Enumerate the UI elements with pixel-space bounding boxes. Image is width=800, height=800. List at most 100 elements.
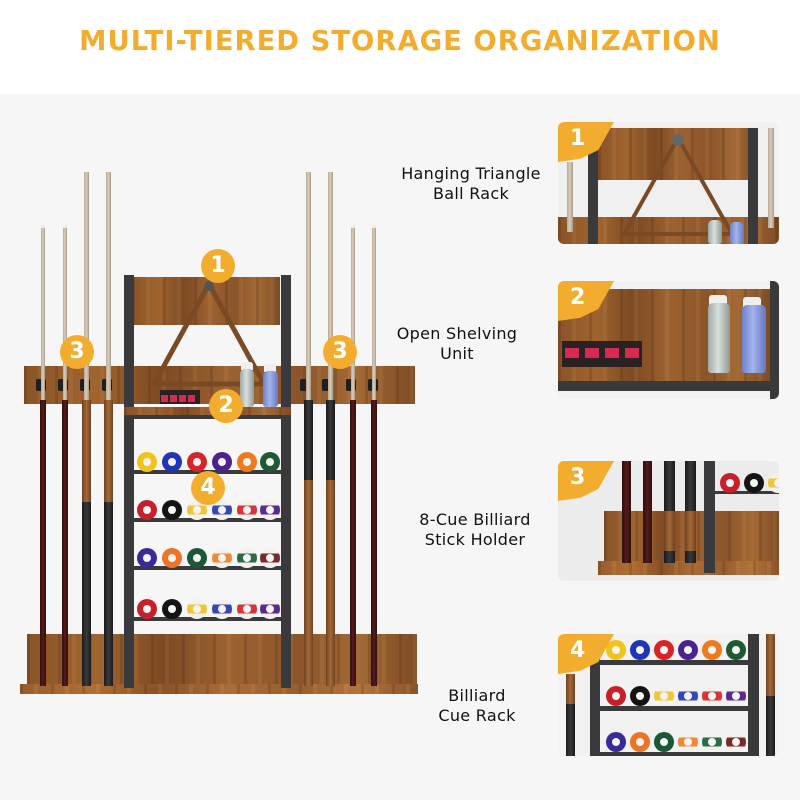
panel-frame-upright (590, 634, 600, 756)
cue-shaft (351, 228, 355, 400)
panel-shelf-rail (600, 706, 748, 711)
panel-number-badge: 3 (558, 461, 614, 501)
ball-shelf-2 (134, 518, 281, 522)
billiard-ball-icon (678, 640, 698, 660)
billiard-ball-icon (260, 452, 280, 472)
base-shelf (20, 684, 418, 694)
billiard-ball-icon (606, 686, 626, 706)
cue-shaft (768, 128, 774, 228)
billiard-ball-icon (137, 500, 157, 520)
triangle-rack-icon (620, 133, 736, 236)
detail-panel-3: 3 (558, 461, 779, 581)
page-title: MULTI-TIERED STORAGE ORGANIZATION (79, 24, 721, 57)
feature-label-line: Ball Rack (432, 184, 510, 203)
cue-butt (326, 480, 335, 686)
cue-butt (766, 696, 775, 756)
open-shelf (124, 407, 291, 415)
billiard-ball-icon (187, 599, 207, 619)
billiard-ball-icon (260, 500, 280, 520)
billiard-ball-icon (212, 548, 232, 568)
cue-butt (766, 634, 775, 696)
cue-butt (371, 400, 377, 686)
billiard-ball-icon (212, 599, 232, 619)
billiard-ball-icon (678, 732, 698, 752)
billiard-ball-icon (237, 599, 257, 619)
cue-shaft (306, 172, 311, 400)
cue-butt (104, 502, 113, 686)
cue-tip (63, 225, 67, 229)
billiard-ball-icon (260, 548, 280, 568)
billiard-ball-icon (162, 500, 182, 520)
cue-butt (304, 400, 313, 480)
cue-shaft (567, 162, 573, 232)
open-shelf-rail (124, 415, 291, 419)
cue-shaft (41, 228, 45, 400)
panel-frame-upright (704, 461, 715, 573)
cue-butt (643, 461, 652, 563)
billiard-ball-icon (260, 599, 280, 619)
billiard-ball-icon (630, 732, 650, 752)
badge-3-right: 3 (323, 335, 357, 369)
billiard-ball-icon (137, 452, 157, 472)
panel-frame-upright (748, 634, 759, 756)
ball-shelf-4 (134, 617, 281, 621)
billiard-ball-icon (678, 686, 698, 706)
cue-tip (351, 225, 355, 229)
triangle-rack-icon (150, 280, 268, 387)
cue-butt (566, 674, 575, 704)
cue-butt (664, 461, 675, 511)
cue-butt (62, 400, 68, 686)
cue-butt (622, 461, 631, 563)
feature-label-4: Billiard Cue Rack (382, 686, 572, 726)
frame-upright-right (281, 275, 291, 688)
billiard-ball-icon (606, 732, 626, 752)
score-counter-icon (562, 341, 642, 367)
panel-shelf-rail (715, 491, 779, 494)
panel-shelf-rail (558, 381, 770, 391)
panel-frame-upright (588, 142, 598, 244)
billiard-ball-icon (237, 500, 257, 520)
billiard-ball-icon (654, 732, 674, 752)
panel-frame-upright (748, 128, 758, 244)
feature-label-line: Cue Rack (438, 706, 516, 725)
feature-label-line: Stick Holder (424, 530, 526, 549)
cue-butt (685, 511, 696, 551)
product-image: 1 2 3 3 4 (0, 94, 420, 800)
billiard-ball-icon (137, 548, 157, 568)
billiard-ball-icon (726, 686, 746, 706)
feature-label-line: Hanging Triangle (401, 164, 541, 183)
cue-butt (104, 400, 113, 502)
billiard-ball-icon (237, 452, 257, 472)
billiard-ball-icon (162, 599, 182, 619)
blue-bottle-icon (263, 371, 278, 407)
badge-1: 1 (201, 249, 235, 283)
billiard-ball-icon (654, 686, 674, 706)
billiard-ball-icon (237, 548, 257, 568)
cue-tip (372, 225, 376, 229)
billiard-ball-icon (187, 548, 207, 568)
feature-label-3: 8-Cue Billiard Stick Holder (380, 510, 570, 550)
billiard-ball-icon (702, 640, 722, 660)
billiard-ball-icon (726, 732, 746, 752)
badge-4: 4 (191, 471, 225, 505)
cue-butt (350, 400, 356, 686)
score-counter-icon (160, 390, 200, 404)
bottle-cap (709, 295, 727, 305)
cue-hook-icon (322, 379, 332, 391)
billiard-ball-icon (187, 452, 207, 472)
feature-label-2: Open Shelving Unit (362, 324, 552, 364)
cue-shaft (372, 228, 376, 400)
cue-butt (566, 704, 575, 756)
badge-3-left: 3 (60, 335, 94, 369)
cue-butt (82, 502, 91, 686)
panel-frame-upright (770, 281, 779, 399)
frame-upright-left (124, 275, 134, 688)
cue-butt (40, 400, 46, 686)
cue-tip (41, 225, 45, 229)
feature-label-line: Unit (440, 344, 474, 363)
billiard-ball-icon (606, 640, 626, 660)
billiard-ball-icon (630, 640, 650, 660)
billiard-ball-icon (212, 452, 232, 472)
billiard-ball-icon (137, 599, 157, 619)
cue-butt (82, 400, 91, 502)
